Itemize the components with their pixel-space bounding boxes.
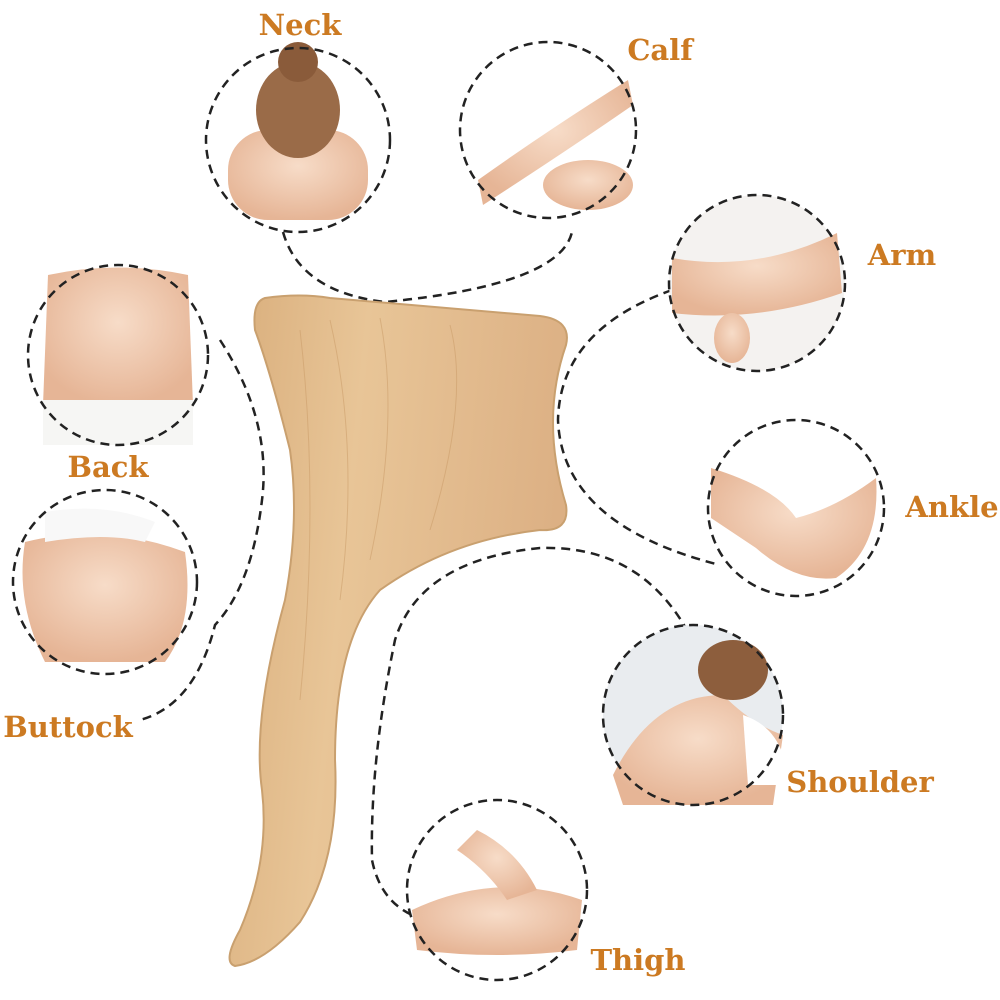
- shoulder-photo: [601, 623, 785, 807]
- photo-circles: [11, 40, 886, 982]
- ankle-photo: [706, 418, 886, 598]
- label-back: Back: [67, 450, 149, 484]
- label-buttock: Buttock: [3, 710, 133, 744]
- label-arm: Arm: [867, 238, 937, 272]
- label-ankle: Ankle: [905, 490, 999, 524]
- wood-grain: [299, 317, 458, 701]
- calf-photo: [458, 40, 638, 220]
- arm-photo: [667, 193, 847, 373]
- back-photo: [26, 263, 210, 447]
- label-calf: Calf: [627, 33, 693, 67]
- buttock-photo: [11, 488, 199, 676]
- label-neck: Neck: [258, 8, 342, 42]
- connector-back-buttock: [139, 339, 265, 722]
- connector-neck-calf: [281, 231, 574, 304]
- connector-shoulder-thigh: [370, 546, 690, 917]
- label-thigh: Thigh: [590, 943, 686, 977]
- wooden-gua-sha-tool: [228, 294, 568, 968]
- neck-photo: [204, 42, 392, 234]
- label-shoulder: Shoulder: [786, 765, 934, 799]
- thigh-photo: [405, 798, 589, 982]
- connector-arm-ankle: [556, 288, 721, 567]
- connector-lines: [139, 231, 721, 917]
